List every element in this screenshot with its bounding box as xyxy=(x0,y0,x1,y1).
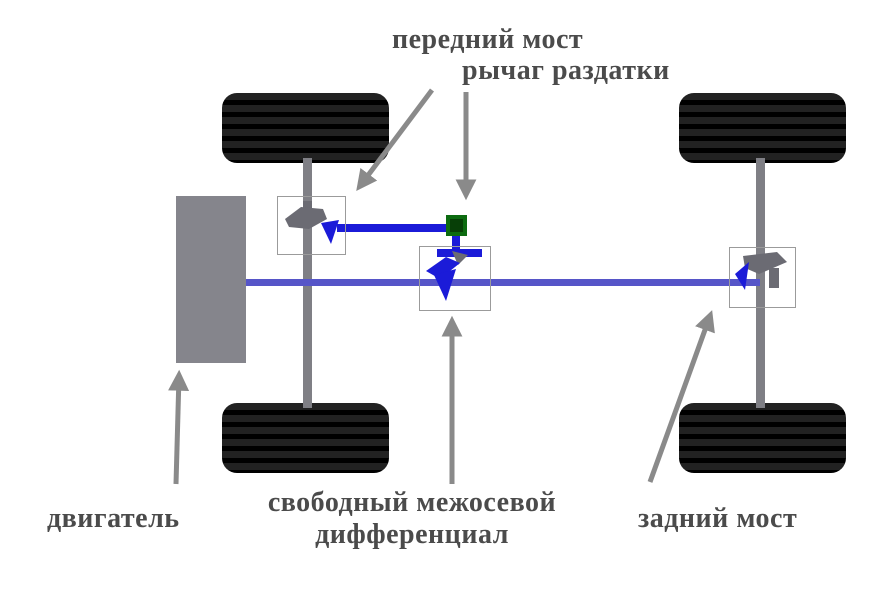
label-center-differential: свободный межосевой дифференциал xyxy=(252,487,572,551)
rear-gear-bevel xyxy=(735,262,749,290)
tire-rear-left xyxy=(222,403,389,473)
front-gear-body xyxy=(285,207,327,229)
main-drive-shaft xyxy=(246,279,760,286)
rear-gear-stem xyxy=(769,268,779,288)
center-gear-bevel xyxy=(434,269,456,301)
engine-block xyxy=(176,196,246,363)
rear-axle-shaft xyxy=(756,158,765,408)
label-center-differential-line1: свободный межосевой xyxy=(267,487,557,518)
label-rear-axle: задний мост xyxy=(638,503,798,534)
center-gear-top xyxy=(452,251,468,265)
tire-rear-right xyxy=(679,403,846,473)
tire-front-right xyxy=(679,93,846,163)
label-front-axle: передний мост xyxy=(392,24,584,55)
engine-arrow xyxy=(168,369,190,485)
front-gear-stem xyxy=(303,201,312,214)
center-gear-body xyxy=(426,257,460,279)
front-gear-bevel xyxy=(321,220,339,244)
front-differential-box xyxy=(277,196,346,255)
transfer-lever-knob xyxy=(446,215,467,236)
tire-front-left xyxy=(222,93,389,163)
label-engine: двигатель xyxy=(47,503,180,534)
rear-differential-icon xyxy=(735,252,787,290)
center-differential-icon xyxy=(426,251,468,301)
front-differential-icon xyxy=(285,201,339,244)
label-transfer-lever: рычаг раздатки xyxy=(462,55,670,86)
front-drive-shaft xyxy=(337,224,450,232)
center-differential-box xyxy=(419,246,491,311)
label-center-differential-line2: дифференциал xyxy=(315,519,509,551)
rear-gear-body xyxy=(743,252,787,274)
rear-differential-box xyxy=(729,247,796,308)
transfer-stub xyxy=(452,235,460,251)
